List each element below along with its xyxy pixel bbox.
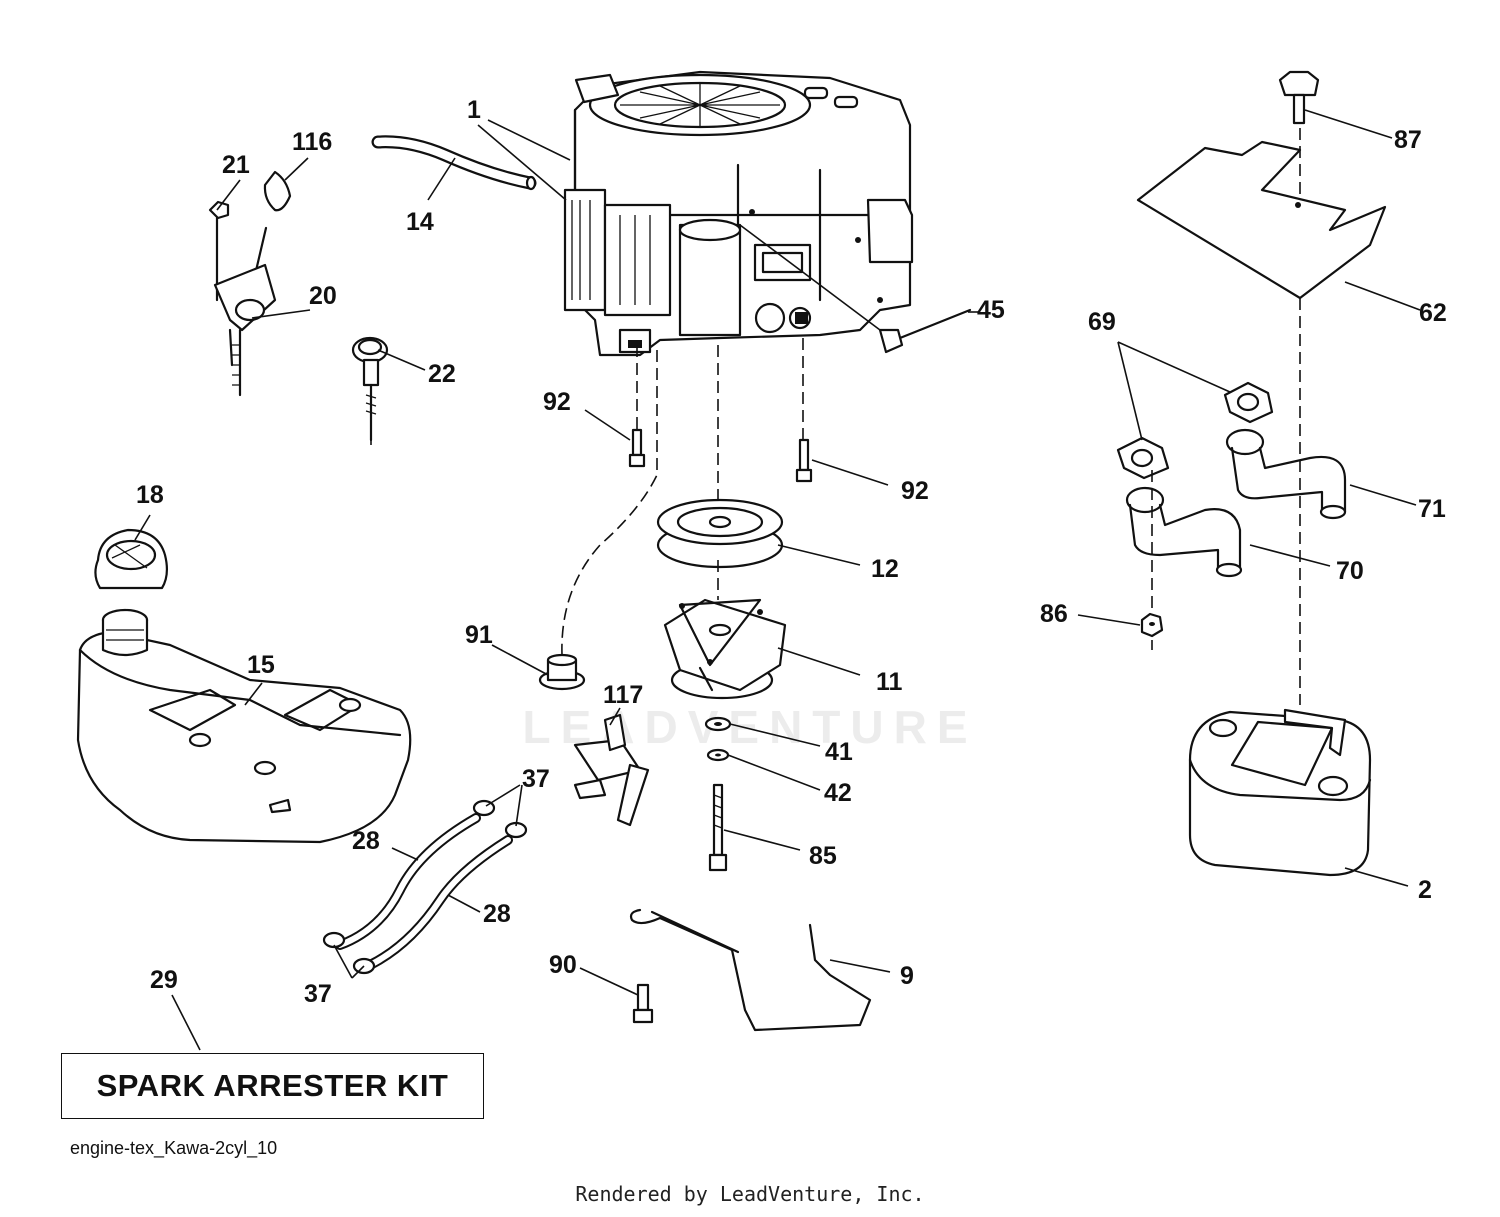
callout-117: 117 bbox=[603, 681, 643, 709]
callout-85: 85 bbox=[809, 842, 837, 870]
bolt-92-left[interactable] bbox=[628, 428, 646, 468]
spark-arrester-kit-label: SPARK ARRESTER KIT bbox=[96, 1068, 449, 1103]
exhaust-pipe-70[interactable] bbox=[1125, 486, 1243, 578]
fuel-tank-15[interactable] bbox=[76, 608, 412, 844]
callout-62: 62 bbox=[1419, 299, 1447, 327]
diagram-reference: engine-tex_Kawa-2cyl_10 bbox=[70, 1138, 278, 1158]
callout-90: 90 bbox=[549, 951, 577, 979]
callout-41: 41 bbox=[825, 738, 853, 766]
callout-87: 87 bbox=[1394, 126, 1422, 154]
throttle-control-assembly[interactable] bbox=[208, 170, 292, 397]
callout-37-bottom: 37 bbox=[304, 980, 332, 1008]
bolt-92-right[interactable] bbox=[795, 438, 813, 483]
callout-45: 45 bbox=[977, 296, 1005, 324]
callout-70: 70 bbox=[1336, 557, 1364, 585]
nut-86[interactable] bbox=[1140, 612, 1164, 638]
callout-71: 71 bbox=[1418, 495, 1446, 523]
callout-92-right: 92 bbox=[901, 477, 929, 505]
callout-116: 116 bbox=[292, 128, 332, 156]
choke-knob-22[interactable] bbox=[351, 336, 389, 442]
callout-22: 22 bbox=[428, 360, 456, 388]
engine-assembly[interactable] bbox=[563, 70, 914, 357]
callout-18: 18 bbox=[136, 481, 164, 509]
clutch-11[interactable] bbox=[663, 598, 787, 700]
leader-lines bbox=[134, 109, 1421, 1051]
gasket-69-right[interactable] bbox=[1223, 381, 1274, 424]
callout-91: 91 bbox=[465, 621, 493, 649]
footer-credit: Rendered by LeadVenture, Inc. bbox=[575, 1182, 925, 1206]
callout-28-lower: 28 bbox=[483, 900, 511, 928]
washer-42[interactable] bbox=[706, 748, 730, 762]
callout-42: 42 bbox=[824, 779, 852, 807]
callout-28-upper: 28 bbox=[352, 827, 380, 855]
callout-21: 21 bbox=[222, 151, 250, 179]
pulley-12[interactable] bbox=[656, 498, 784, 569]
callout-86: 86 bbox=[1040, 600, 1068, 628]
hose-14[interactable] bbox=[371, 135, 537, 191]
rod-9[interactable] bbox=[629, 908, 872, 1032]
fuel-line-28-lower[interactable] bbox=[365, 835, 513, 970]
fuel-cap-18[interactable] bbox=[94, 528, 169, 590]
callout-37-top: 37 bbox=[522, 765, 550, 793]
callout-2: 2 bbox=[1418, 876, 1432, 904]
callout-15: 15 bbox=[247, 651, 275, 679]
knob-87[interactable] bbox=[1278, 70, 1320, 125]
exhaust-pipe-71[interactable] bbox=[1225, 428, 1347, 520]
spark-arrester-kit-box[interactable]: SPARK ARRESTER KIT bbox=[61, 1053, 484, 1119]
gasket-69-left[interactable] bbox=[1116, 436, 1170, 480]
fuel-line-28-upper[interactable] bbox=[335, 813, 481, 950]
washer-41[interactable] bbox=[704, 716, 732, 732]
fuel-valve-117[interactable] bbox=[573, 713, 650, 827]
callouts: 1 116 21 14 20 22 45 92 92 18 12 91 15 1… bbox=[136, 96, 1447, 1008]
callout-11: 11 bbox=[876, 668, 903, 696]
heat-shield-62[interactable] bbox=[1136, 140, 1387, 300]
callout-1: 1 bbox=[467, 96, 481, 124]
callout-14: 14 bbox=[406, 208, 434, 236]
bolt-85[interactable] bbox=[708, 783, 728, 872]
assembly-centerlines bbox=[370, 128, 1301, 705]
bushing-91[interactable] bbox=[538, 653, 586, 691]
callout-92-left: 92 bbox=[543, 388, 571, 416]
callout-12: 12 bbox=[871, 555, 899, 583]
screw-45[interactable] bbox=[878, 308, 972, 354]
callout-9: 9 bbox=[900, 962, 914, 990]
callout-29: 29 bbox=[150, 966, 178, 994]
bolt-90[interactable] bbox=[632, 983, 654, 1024]
callout-69: 69 bbox=[1088, 308, 1116, 336]
callout-20: 20 bbox=[309, 282, 337, 310]
muffler-2[interactable] bbox=[1188, 708, 1372, 877]
